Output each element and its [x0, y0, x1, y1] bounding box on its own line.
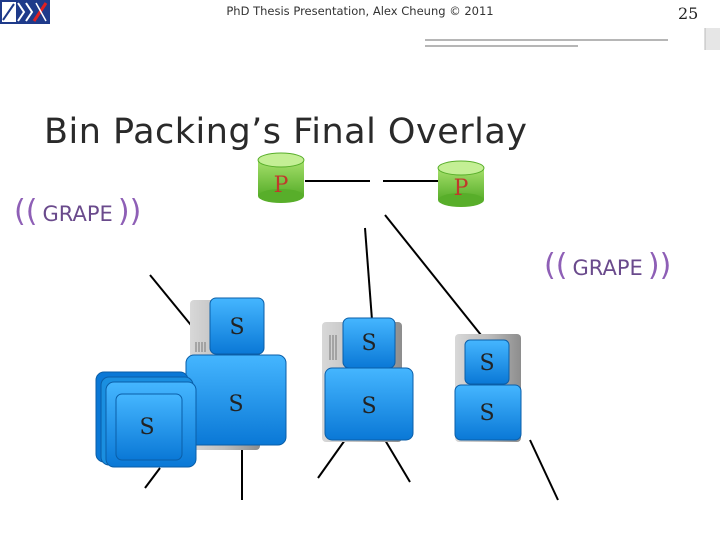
subscriber-label: S — [479, 401, 494, 426]
link-far-left-down — [144, 467, 161, 489]
subscriber-node — [209, 297, 265, 355]
link-to-left-broker — [149, 274, 196, 331]
publisher-label-2: P — [454, 176, 469, 201]
subscriber-node — [464, 339, 510, 385]
publisher-node-2: P — [437, 160, 485, 207]
grape-right-open: (( — [544, 248, 568, 283]
logo-icon — [0, 0, 50, 24]
broker-left: S S — [185, 297, 287, 450]
link-center-down-left — [317, 439, 346, 479]
grape-right-word: GRAPE — [572, 256, 643, 280]
grape-label-left: (( GRAPE )) — [14, 194, 141, 229]
link-to-center-broker — [364, 227, 373, 321]
overlay-links — [144, 180, 559, 501]
subscriber-label: S — [139, 415, 154, 440]
subscriber-node — [454, 384, 522, 441]
grape-left-open: (( — [14, 194, 38, 229]
presentation-caption: PhD Thesis Presentation, Alex Cheung © 2… — [226, 4, 494, 18]
subscriber-node — [324, 367, 414, 441]
slide-title: Bin Packing’s Final Overlay — [44, 112, 528, 152]
grape-left-word: GRAPE — [42, 202, 113, 226]
broker-right: S S — [454, 334, 522, 442]
broker-center: S S — [322, 317, 414, 442]
grape-left-close: )) — [117, 194, 142, 229]
subscriber-label: S — [228, 392, 243, 417]
publisher-label-1: P — [274, 173, 289, 198]
header-rule — [425, 28, 720, 50]
subscriber-label: S — [229, 315, 244, 340]
subscriber-label: S — [361, 394, 376, 419]
grape-right-close: )) — [647, 248, 672, 283]
subscriber-label: S — [479, 351, 494, 376]
grape-label-right: (( GRAPE )) — [544, 248, 671, 283]
subscriber-label: S — [361, 331, 376, 356]
link-to-right-broker — [384, 214, 486, 341]
page-number: 25 — [678, 4, 699, 23]
link-right-down — [529, 439, 559, 501]
subscriber-stack-left: S — [95, 371, 197, 468]
publisher-node-1: P — [257, 152, 305, 203]
link-center-down-right — [384, 439, 411, 483]
